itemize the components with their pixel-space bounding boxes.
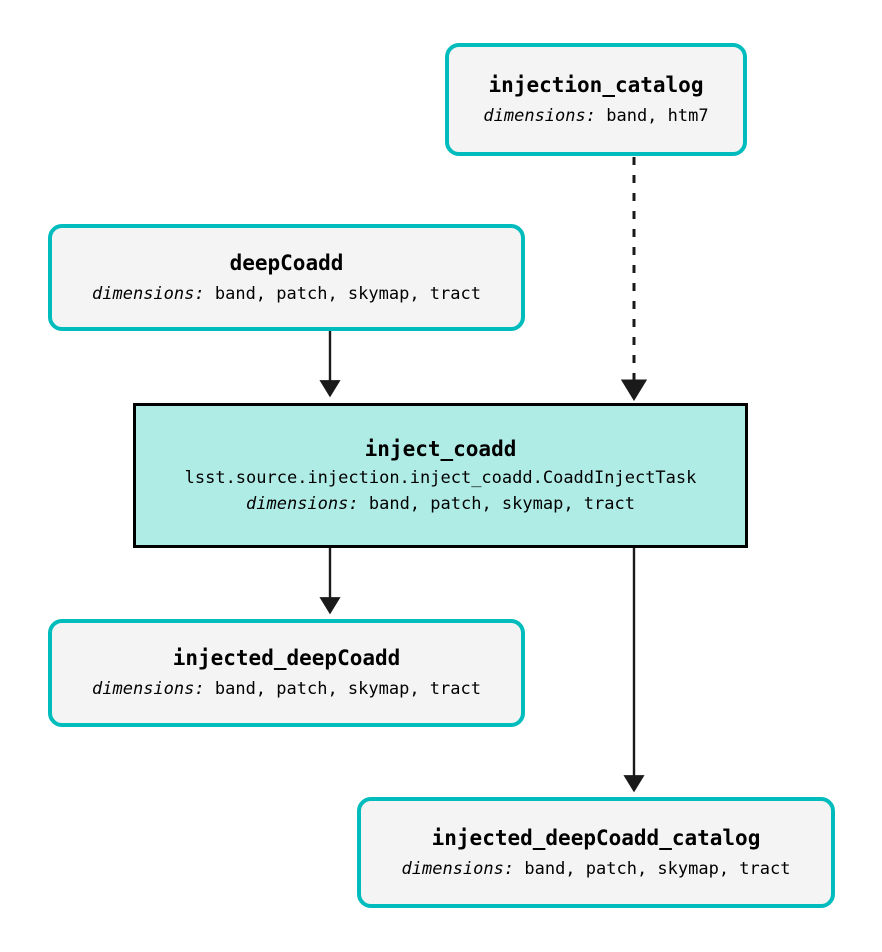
dimensions-value: band, patch, skymap, tract [368,493,635,514]
node-injected-deep-coadd[interactable]: injected_deepCoadd dimensions: band, pat… [48,619,525,727]
node-dimensions: dimensions: band, patch, skymap, tract [402,859,791,879]
node-deep-coadd[interactable]: deepCoadd dimensions: band, patch, skyma… [48,224,525,331]
dimensions-value: band, patch, skymap, tract [524,858,791,879]
dimensions-value: band, patch, skymap, tract [214,679,481,700]
node-injection-catalog[interactable]: injection_catalog dimensions: band, htm7 [445,43,747,156]
node-qualname: lsst.source.injection.inject_coadd.Coadd… [184,468,697,489]
dimensions-label: dimensions: [401,858,515,879]
node-injected-deep-coadd-catalog[interactable]: injected_deepCoadd_catalog dimensions: b… [357,797,835,908]
dimensions-label: dimensions: [483,105,596,126]
node-title: deepCoadd [229,250,344,275]
dimensions-label: dimensions: [92,283,205,304]
node-dimensions: dimensions: band, patch, skymap, tract [92,679,481,699]
node-dimensions: dimensions: band, patch, skymap, tract [92,284,481,304]
dimensions-label: dimensions: [92,679,205,700]
node-dimensions: dimensions: band, htm7 [483,106,708,126]
dimensions-label: dimensions: [246,493,359,514]
node-title: injection_catalog [488,72,704,97]
node-title: injected_deepCoadd_catalog [431,825,761,850]
node-inject-coadd[interactable]: inject_coadd lsst.source.injection.injec… [133,403,748,548]
node-title: inject_coadd [364,437,517,462]
node-title: injected_deepCoadd [172,646,401,671]
dimensions-value: band, htm7 [606,105,709,126]
dimensions-value: band, patch, skymap, tract [214,283,481,304]
node-dimensions: dimensions: band, patch, skymap, tract [246,494,635,514]
